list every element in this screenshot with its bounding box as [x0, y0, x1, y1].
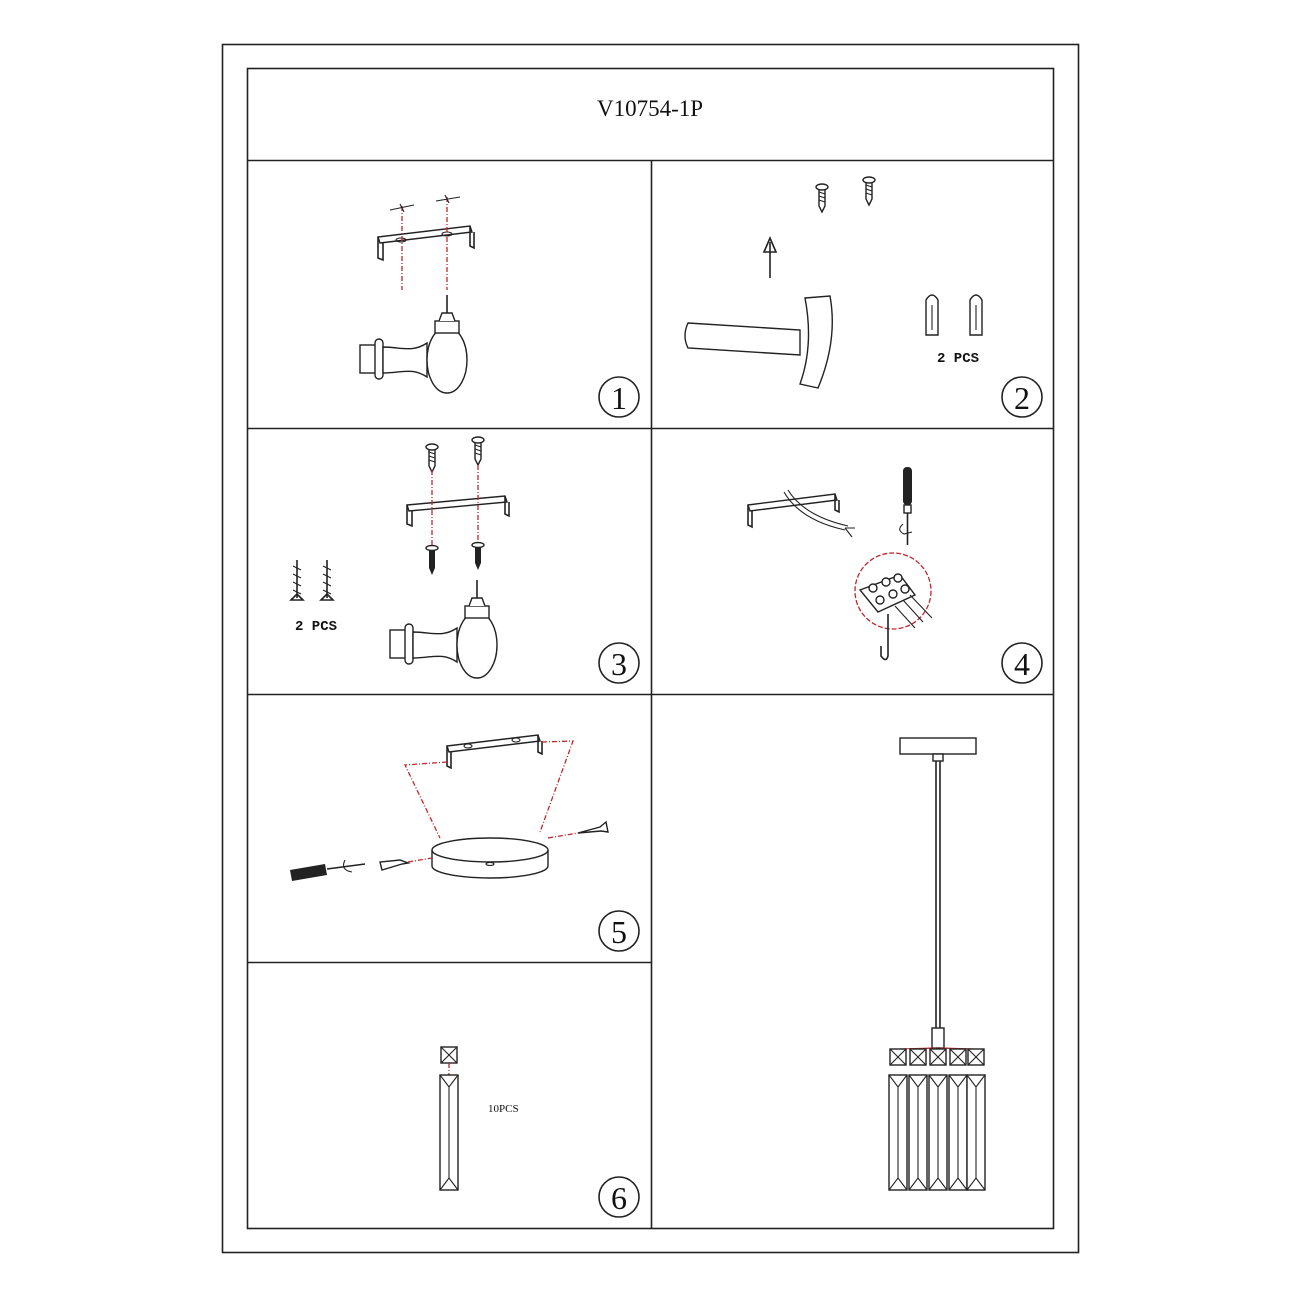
step-5-drawing — [290, 734, 609, 881]
crystal-prism-icon — [908, 1074, 928, 1191]
quantity-label: 2 PCS — [295, 619, 337, 635]
step-3-drawing: 2 PCS — [289, 436, 510, 679]
grid-lines — [247, 159, 1054, 1229]
screw-icon — [471, 436, 485, 466]
crystal-prism-icon — [888, 1074, 908, 1191]
svg-text:4: 4 — [1014, 646, 1030, 682]
step-1-drawing — [359, 194, 475, 394]
mounting-bracket-icon — [377, 225, 475, 262]
svg-text:3: 3 — [611, 646, 627, 682]
lamp-holder — [931, 1027, 945, 1049]
step-number-5: 5 — [598, 910, 640, 952]
step-number-6: 6 — [598, 1176, 640, 1218]
screw-icon — [425, 443, 439, 473]
assembled-pendant-drawing — [888, 737, 986, 1191]
mounting-bracket-icon — [406, 495, 510, 528]
screw-icon — [471, 541, 485, 570]
mounting-bracket-icon — [446, 734, 543, 770]
screw-icon — [577, 820, 609, 834]
svg-text:5: 5 — [611, 914, 627, 950]
step-2-drawing: 2 PCS — [684, 176, 983, 389]
crystal-prism-icon — [966, 1074, 986, 1191]
crystal-prism-icon — [948, 1074, 968, 1191]
hammer-icon — [684, 295, 833, 389]
step-number-1: 1 — [598, 376, 640, 418]
wood-screw-icon — [289, 560, 335, 601]
step-6-drawing: 10PCS — [439, 1046, 519, 1191]
step-number-2: 2 — [1001, 376, 1043, 418]
canopy-disc-icon — [431, 837, 549, 879]
screw-icon — [379, 859, 411, 871]
outer-border — [221, 43, 1080, 1254]
model-title: V10754-1P — [597, 96, 703, 121]
detail-circle — [854, 552, 932, 630]
cable-icon — [783, 489, 855, 538]
quantity-label: 10PCS — [488, 1103, 519, 1115]
step-number-4: 4 — [1001, 642, 1043, 684]
drill-icon — [359, 294, 468, 394]
wall-anchor-icon — [925, 294, 983, 336]
quantity-label: 2 PCS — [937, 351, 979, 367]
crystal-prism-icon — [928, 1074, 948, 1191]
step-number-3: 3 — [598, 642, 640, 684]
crystal-top-icon — [440, 1046, 458, 1064]
screw-icon — [862, 176, 876, 206]
screw-icon — [425, 544, 439, 575]
screw-icon — [815, 183, 829, 213]
screwdriver-icon — [899, 467, 913, 545]
alignment-guide — [404, 740, 574, 839]
hook-icon — [880, 614, 889, 661]
terminal-block-icon — [858, 573, 933, 629]
inner-border — [246, 67, 1055, 1230]
up-arrow-icon — [762, 235, 778, 278]
svg-text:1: 1 — [611, 380, 627, 416]
step-4-drawing — [747, 467, 933, 661]
mounting-bracket-icon — [747, 493, 840, 529]
drill-icon — [389, 579, 498, 679]
crystal-prism-icon — [439, 1074, 459, 1191]
svg-text:2: 2 — [1014, 380, 1030, 416]
ceiling-canopy — [899, 737, 977, 755]
svg-text:6: 6 — [611, 1180, 627, 1216]
screwdriver-icon — [290, 859, 366, 881]
